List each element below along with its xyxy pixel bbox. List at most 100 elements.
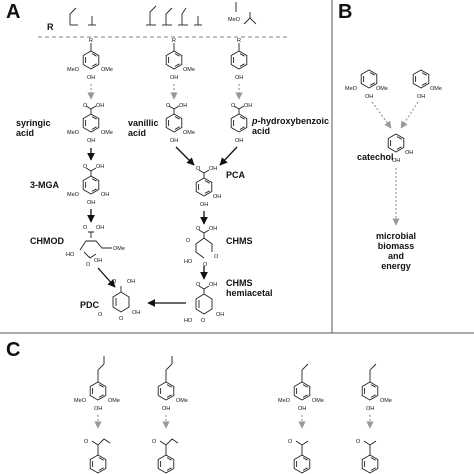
atom-oh: OH <box>170 138 178 144</box>
header-r-label: R <box>47 22 54 32</box>
atom-ome: OMe <box>376 86 388 92</box>
atom-o: O <box>83 103 88 109</box>
biomass-line-3: and <box>388 251 404 261</box>
atom-o: O <box>86 262 91 268</box>
atom-oh: OH <box>235 75 243 81</box>
c-product-4: O <box>356 439 379 474</box>
atom-o: O <box>203 262 208 268</box>
atom-oh: OH <box>417 94 425 100</box>
atom-ome: OMe <box>430 86 442 92</box>
atom-oh: OH <box>209 166 217 172</box>
chms-structure: O OH O HO O O <box>184 226 219 268</box>
atom-o: O <box>231 103 236 109</box>
phba-structure: O OH OH <box>230 103 252 144</box>
biomass-label: microbial biomass and energy <box>376 231 416 271</box>
label-3mga: 3-MGA <box>30 180 60 190</box>
biomass-line-1: microbial <box>376 231 416 241</box>
c-product-2: O <box>152 438 179 474</box>
panel-label-b: B <box>338 1 352 23</box>
atom-oh: OH <box>87 138 95 144</box>
atom-ome: OMe <box>380 398 392 404</box>
c-compound-3: MeO OMe OH <box>278 363 324 412</box>
biomass-line-4: energy <box>381 261 411 271</box>
atom-oh: OH <box>96 164 104 170</box>
atom-meo: MeO <box>278 398 291 404</box>
atom-r: R <box>89 38 93 44</box>
arrow-chmod-to-pdc <box>97 267 116 288</box>
atom-oh: OH <box>235 138 243 144</box>
arrow-phba-to-pca <box>219 146 238 166</box>
biomass-line-2: biomass <box>378 241 415 251</box>
syringyl-unit: R MeO OMe OH <box>67 38 113 81</box>
atom-o: O <box>186 238 191 244</box>
arrow-to-catechol-right <box>400 101 419 129</box>
atom-meo: MeO <box>67 192 80 198</box>
arrow-vanillic-to-pca <box>175 146 195 166</box>
atom-o: O <box>152 439 157 445</box>
label-phba-2: acid <box>252 126 270 136</box>
atom-o: O <box>196 226 201 232</box>
c-product-3: O <box>288 439 311 474</box>
guaiacyl-unit: R OMe OH <box>165 38 195 81</box>
atom-oh: OH <box>94 258 102 264</box>
atom-oh: OH <box>127 279 135 285</box>
atom-meo: MeO <box>67 130 80 136</box>
atom-o: O <box>288 439 293 445</box>
atom-ho: HO <box>184 259 193 265</box>
c-compound-4: OMe OH <box>361 363 392 412</box>
guaiacol-structure: MeO OMe OH <box>345 69 388 100</box>
atom-o: O <box>196 166 201 172</box>
atom-meo: MeO <box>345 86 358 92</box>
pca-structure: O OH OH OH <box>195 166 221 208</box>
label-chms: CHMS <box>226 236 253 246</box>
label-chmod: CHMOD <box>30 236 64 246</box>
atom-o: O <box>166 103 171 109</box>
catechol-structure: OH OH <box>387 133 413 164</box>
atom-meo: MeO <box>67 67 80 73</box>
atom-ome: OMe <box>183 130 195 136</box>
atom-ome: OMe <box>101 130 113 136</box>
atom-oh: OH <box>298 406 306 412</box>
pdc-structure: O OH O O OH <box>98 279 140 322</box>
atom-r: R <box>172 38 176 44</box>
atom-oh: OH <box>216 312 224 318</box>
chms-hemiacetal-structure: O OH HO O OH <box>184 282 224 324</box>
atom-o: O <box>356 439 361 445</box>
atom-oh: OH <box>170 75 178 81</box>
panel-label-a: A <box>6 1 20 23</box>
atom-oh: OH <box>209 226 217 232</box>
hydroxyphenyl-unit: R OH <box>230 38 248 81</box>
atom-o: O <box>84 439 89 445</box>
c-compound-2: OMe OH <box>157 356 188 412</box>
atom-oh: OH <box>179 103 187 109</box>
atom-ome: OMe <box>113 246 125 252</box>
atom-o: O <box>83 225 88 231</box>
atom-oh: OH <box>405 150 413 156</box>
atom-oh: OH <box>132 310 140 316</box>
atom-ome: OMe <box>183 67 195 73</box>
label-phba: p-hydroxybenzoic <box>251 116 329 126</box>
atom-o: O <box>119 316 124 322</box>
atom-oh: OH <box>209 282 217 288</box>
atom-oh: OH <box>365 94 373 100</box>
atom-o: O <box>83 164 88 170</box>
atom-oh: OH <box>213 194 221 200</box>
atom-ome: OMe <box>101 67 113 73</box>
header-meo: MeO <box>228 17 241 23</box>
atom-oh: OH <box>96 225 104 231</box>
vanillic-acid-structure: O OH OMe OH <box>165 103 195 144</box>
syringic-acid-structure: O OH MeO OMe OH <box>67 103 113 144</box>
atom-oh: OH <box>200 202 208 208</box>
arrow-to-catechol-left <box>371 101 392 129</box>
atom-o: O <box>112 279 117 285</box>
atom-oh: OH <box>366 406 374 412</box>
atom-r: R <box>237 38 241 44</box>
atom-oh: OH <box>94 406 102 412</box>
atom-oh: OH <box>244 103 252 109</box>
atom-meo: MeO <box>74 398 87 404</box>
atom-o: O <box>214 254 219 260</box>
